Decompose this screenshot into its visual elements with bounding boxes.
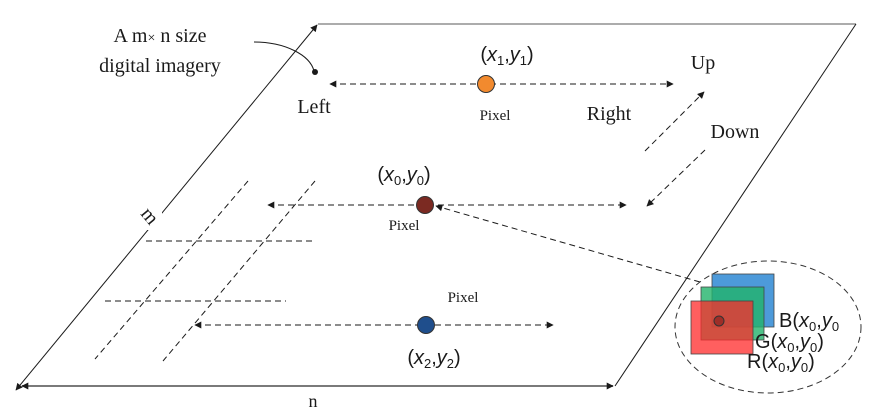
pixel-row-0: (x0,y0) Pixel	[267, 164, 701, 283]
pixel-1-label: Pixel	[480, 108, 511, 124]
pixel-row-1: (x1,y1) Pixel Left Right Up Down	[297, 44, 759, 143]
pixel-1-dot	[477, 75, 495, 93]
m-axis-left-edge	[15, 24, 318, 391]
up-label: Up	[691, 52, 715, 74]
pixel-row-2: Pixel (x2,y2)	[194, 290, 554, 371]
image-plane	[15, 23, 857, 391]
pixel-2-coord: (x2,y2)	[407, 347, 460, 371]
right-edge	[614, 23, 857, 387]
pixel-2-dot	[417, 316, 435, 334]
svg-text:A m× n size: A m× n size	[114, 25, 207, 47]
down-arrow	[646, 149, 706, 207]
pixel-0-label: Pixel	[389, 218, 420, 234]
inset-ellipse	[674, 260, 862, 394]
red-channel-label: R(x0,y0)	[747, 351, 815, 375]
pixel-0-coord: (x0,y0)	[377, 164, 430, 188]
up-arrow	[644, 91, 705, 152]
blue-channel-label: B(x0,y0	[779, 310, 839, 334]
inset-pixel-dot	[713, 315, 725, 327]
times-symbol: ×	[147, 31, 155, 46]
pixel-2-label: Pixel	[448, 290, 479, 306]
title-line1-a: A m	[114, 25, 148, 47]
grid-lines	[94, 180, 316, 362]
grid-diag-2	[162, 180, 316, 362]
annotation-dot-icon	[312, 69, 318, 75]
right-label: Right	[587, 103, 632, 125]
pixel-0-dot	[416, 196, 434, 214]
n-axis-label: n	[309, 391, 318, 411]
channel-pointer-arrow	[435, 204, 701, 283]
left-label: Left	[297, 96, 331, 118]
title-line1-b: n size	[155, 25, 206, 47]
green-channel-label: G(x0,y0)	[755, 331, 824, 355]
grid-diag-1	[94, 180, 249, 360]
rgb-channel-inset: B(x0,y0 G(x0,y0) R(x0,y0)	[674, 260, 862, 394]
pixel-1-coord: (x1,y1)	[480, 44, 533, 68]
down-label: Down	[711, 121, 760, 143]
title-annotation: A m× n size digital imagery	[99, 25, 318, 77]
annotation-pointer	[253, 41, 315, 72]
title-line2: digital imagery	[99, 55, 221, 77]
red-channel	[690, 300, 754, 355]
